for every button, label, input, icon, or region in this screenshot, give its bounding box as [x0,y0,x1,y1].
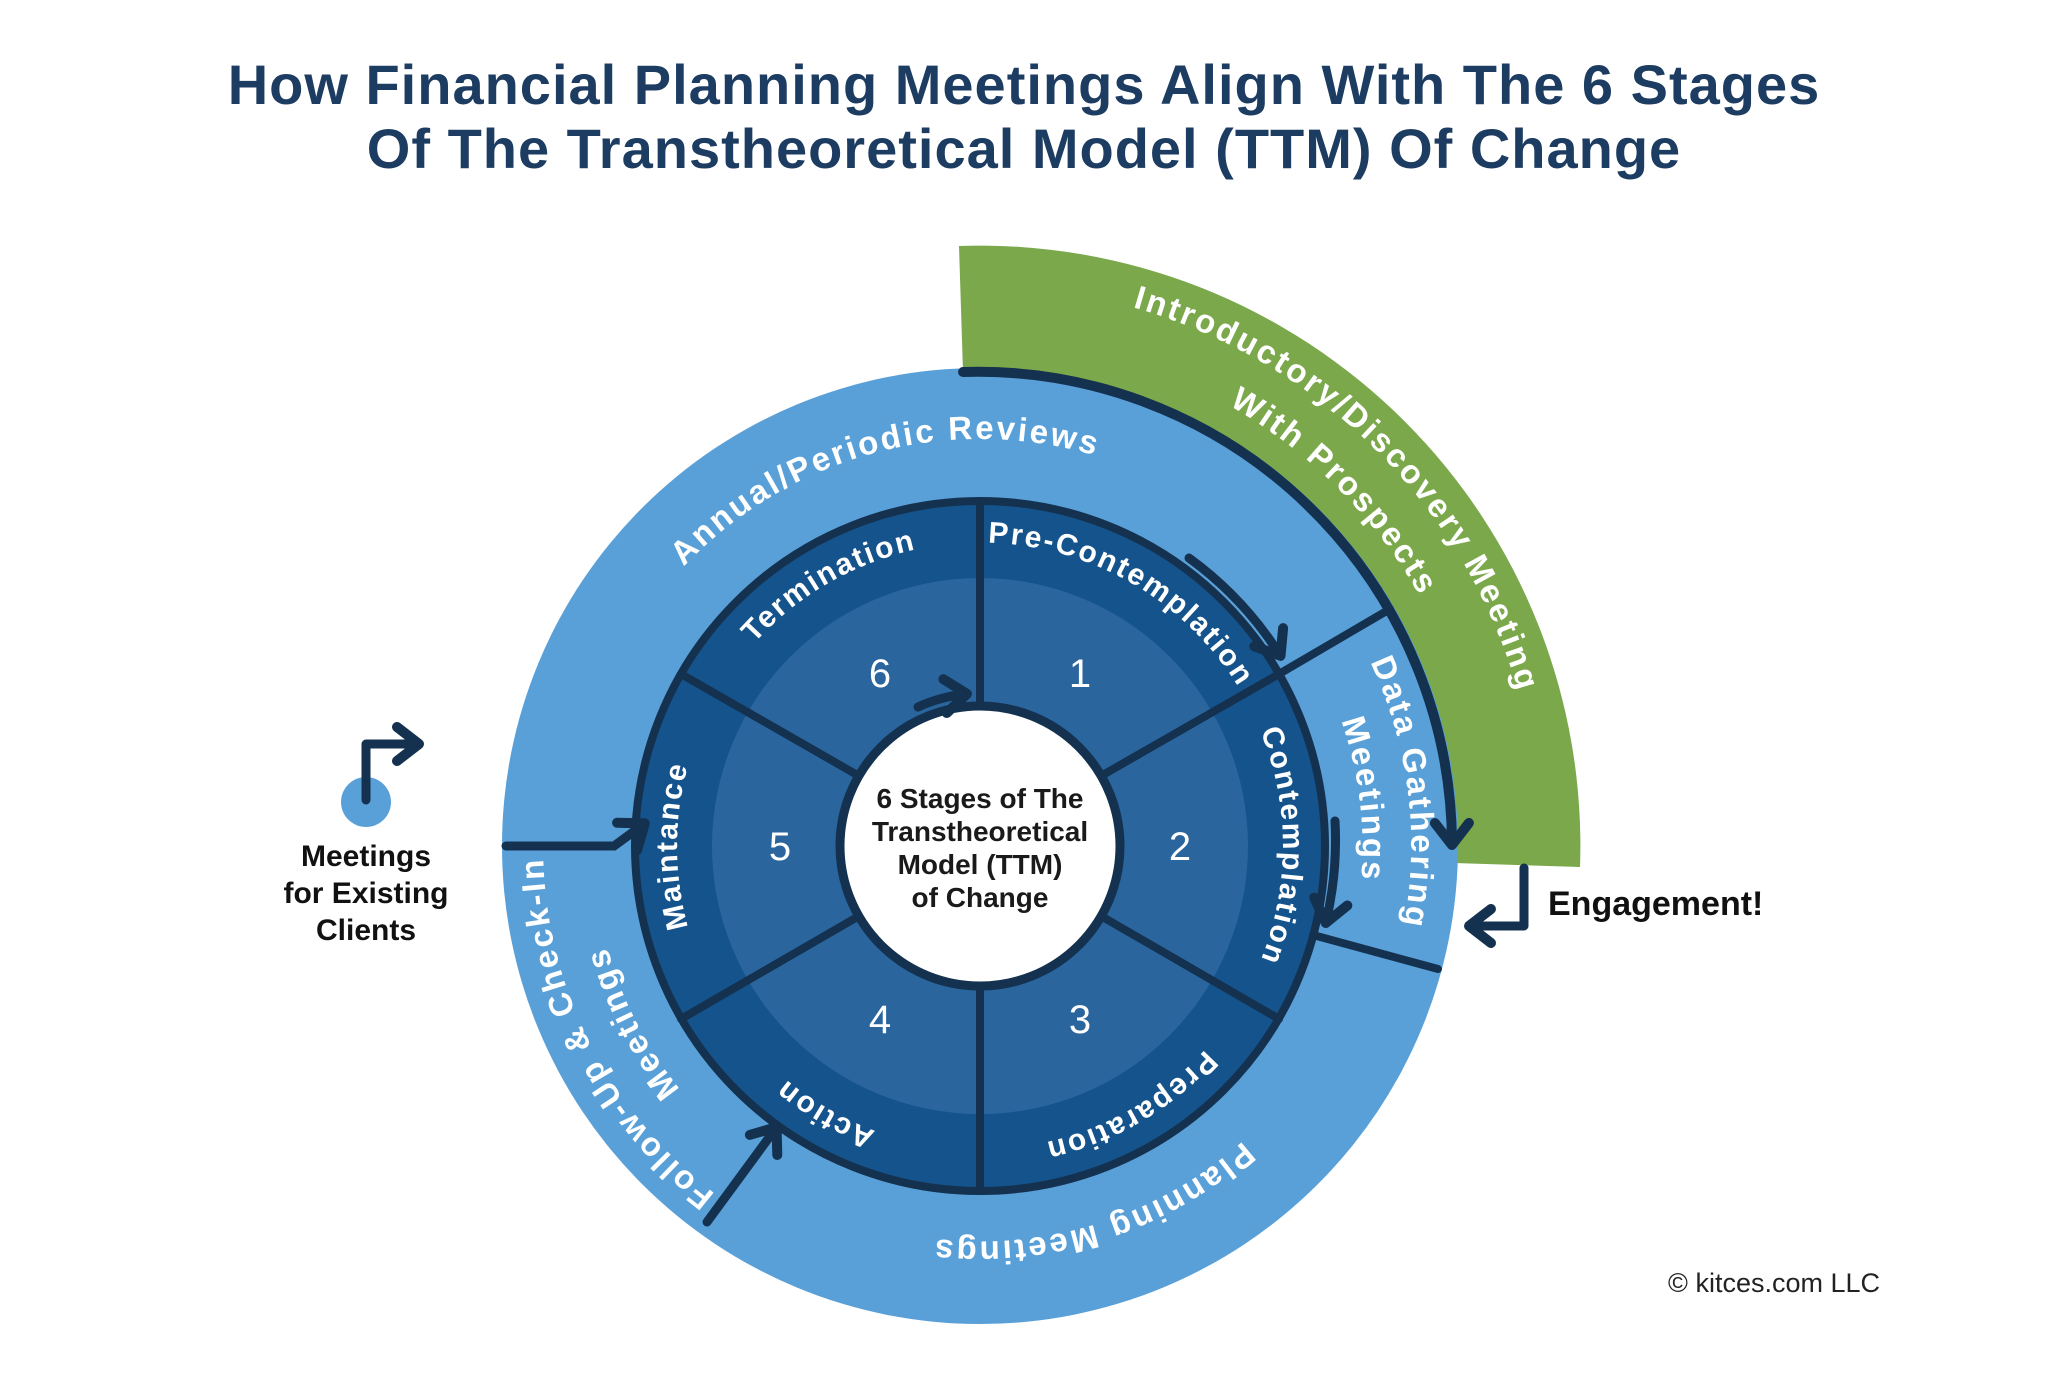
arrow-stage2-to-3 [1309,816,1353,928]
stage-number-2: 2 [1169,825,1191,869]
arrow-into-maintance [501,817,650,856]
page-title: How Financial Planning Meetings Align Wi… [228,53,1821,180]
arrow-stage1-to-2 [1184,553,1289,661]
stage-number-5: 5 [769,825,791,869]
meeting-dividers [1275,605,1442,973]
existing-clients-arrow-icon [361,722,424,805]
center-circle [835,701,1125,991]
center-line-1: 6 Stages of The [877,783,1084,814]
center-line-2: Transtheoretical [872,816,1088,847]
prospect-band [959,245,1581,868]
existing-clients-line-1: Meetings [301,840,431,873]
stage-number-6: 6 [869,652,891,696]
existing-clients-line-2: for Existing [283,877,448,910]
stage-dividers [677,497,1283,1195]
stage-numbers: 1 2 3 4 5 6 [769,652,1191,1042]
title-line-2: Of The Transtheoretical Model (TTM) Of C… [367,117,1681,180]
stage-number-4: 4 [869,998,891,1042]
title-line-1: How Financial Planning Meetings Align Wi… [228,53,1821,116]
engagement-label: Engagement! [1548,885,1763,923]
existing-clients-annotation: Meetings for Existing Clients [283,722,449,947]
copyright-text: © kitces.com LLC [1668,1268,1880,1298]
arrow-into-action [702,1122,783,1227]
engagement-arrow-icon [1464,863,1529,948]
engagement-annotation: Engagement! [1464,863,1763,948]
center-title: 6 Stages of The Transtheoretical Model (… [872,783,1088,913]
stage-number-3: 3 [1069,998,1091,1042]
existing-clients-line-3: Clients [316,914,416,947]
center-line-4: of Change [912,882,1049,913]
arrow-prospect-boundary [958,366,1474,850]
center-line-3: Model (TTM) [898,849,1063,880]
flow-arrows [501,366,1474,1227]
stage-number-1: 1 [1069,652,1091,696]
arrow-stage6-to-1 [913,674,972,719]
